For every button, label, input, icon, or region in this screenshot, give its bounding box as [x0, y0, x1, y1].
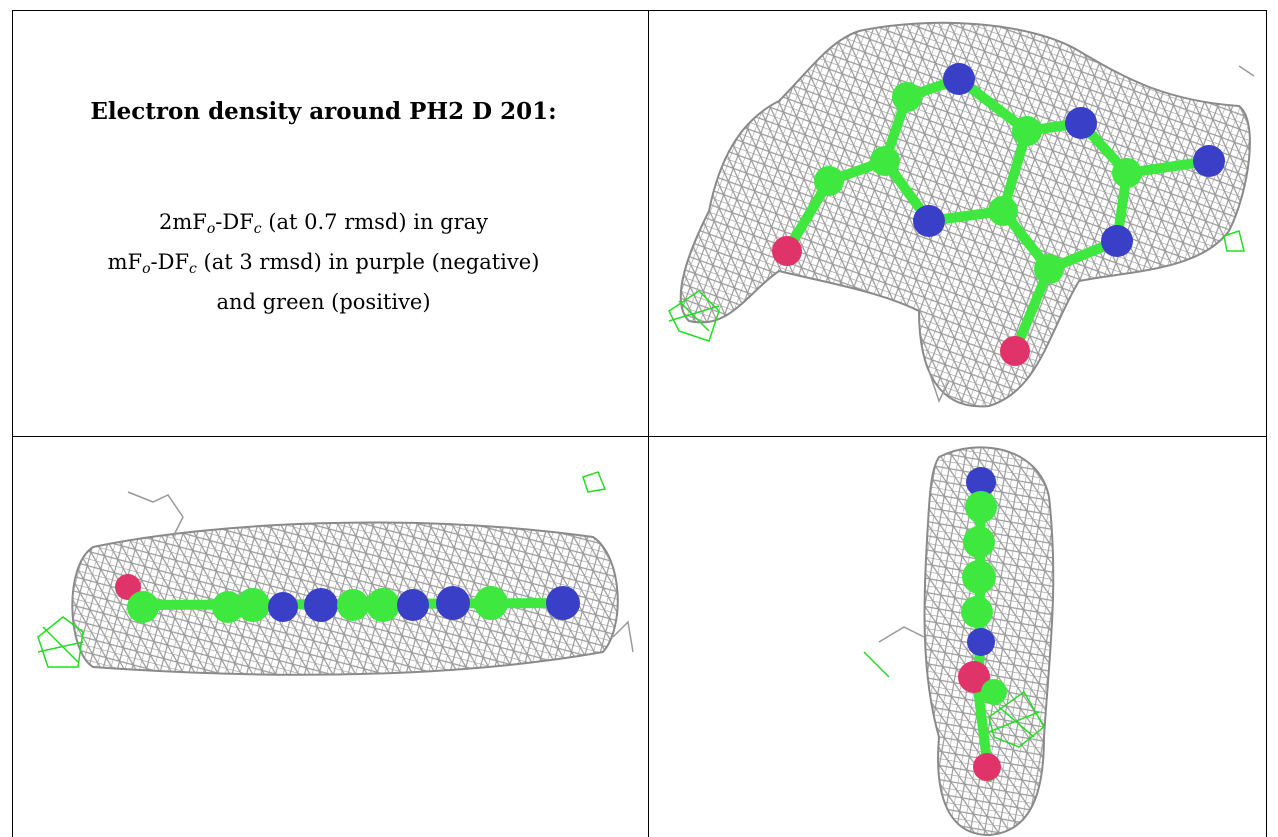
table-border-left — [12, 10, 13, 837]
table-border-top — [12, 10, 1267, 11]
table-border-right — [1266, 10, 1267, 837]
density-render-face-on — [668, 21, 1255, 408]
atoms — [958, 467, 1007, 781]
atoms — [115, 574, 580, 623]
density-render-edge-vertical — [863, 446, 1055, 837]
density-panel-edge-horizontal — [13, 437, 648, 837]
mesh-fragments — [928, 65, 1255, 403]
density-panel-edge-vertical — [649, 437, 1266, 837]
positive-density-blobs — [668, 230, 1245, 342]
table-divider-vertical — [648, 10, 649, 837]
atoms — [772, 63, 1225, 366]
density-panel-face-on — [649, 11, 1266, 436]
caption-description: 2mFo-DFc (at 0.7 rmsd) in gray mFo-DFc (… — [12, 206, 635, 319]
table-divider-horizontal — [12, 436, 1267, 437]
caption-line-2fo: 2mFo-DFc (at 0.7 rmsd) in gray — [158, 210, 489, 237]
caption-line-positive: and green (positive) — [216, 290, 431, 314]
density-render-edge-horizontal — [37, 471, 634, 676]
caption-line-fo: mFo-DFc (at 3 rmsd) in purple (negative) — [107, 250, 540, 277]
positive-density-blobs — [37, 471, 607, 668]
caption-title: Electron density around PH2 D 201: — [90, 98, 557, 125]
caption-cell: Electron density around PH2 D 201: 2mFo-… — [12, 0, 635, 426]
mesh-fragments — [127, 491, 634, 653]
mesh-fragments — [878, 626, 925, 643]
positive-density-blobs — [863, 651, 1045, 748]
